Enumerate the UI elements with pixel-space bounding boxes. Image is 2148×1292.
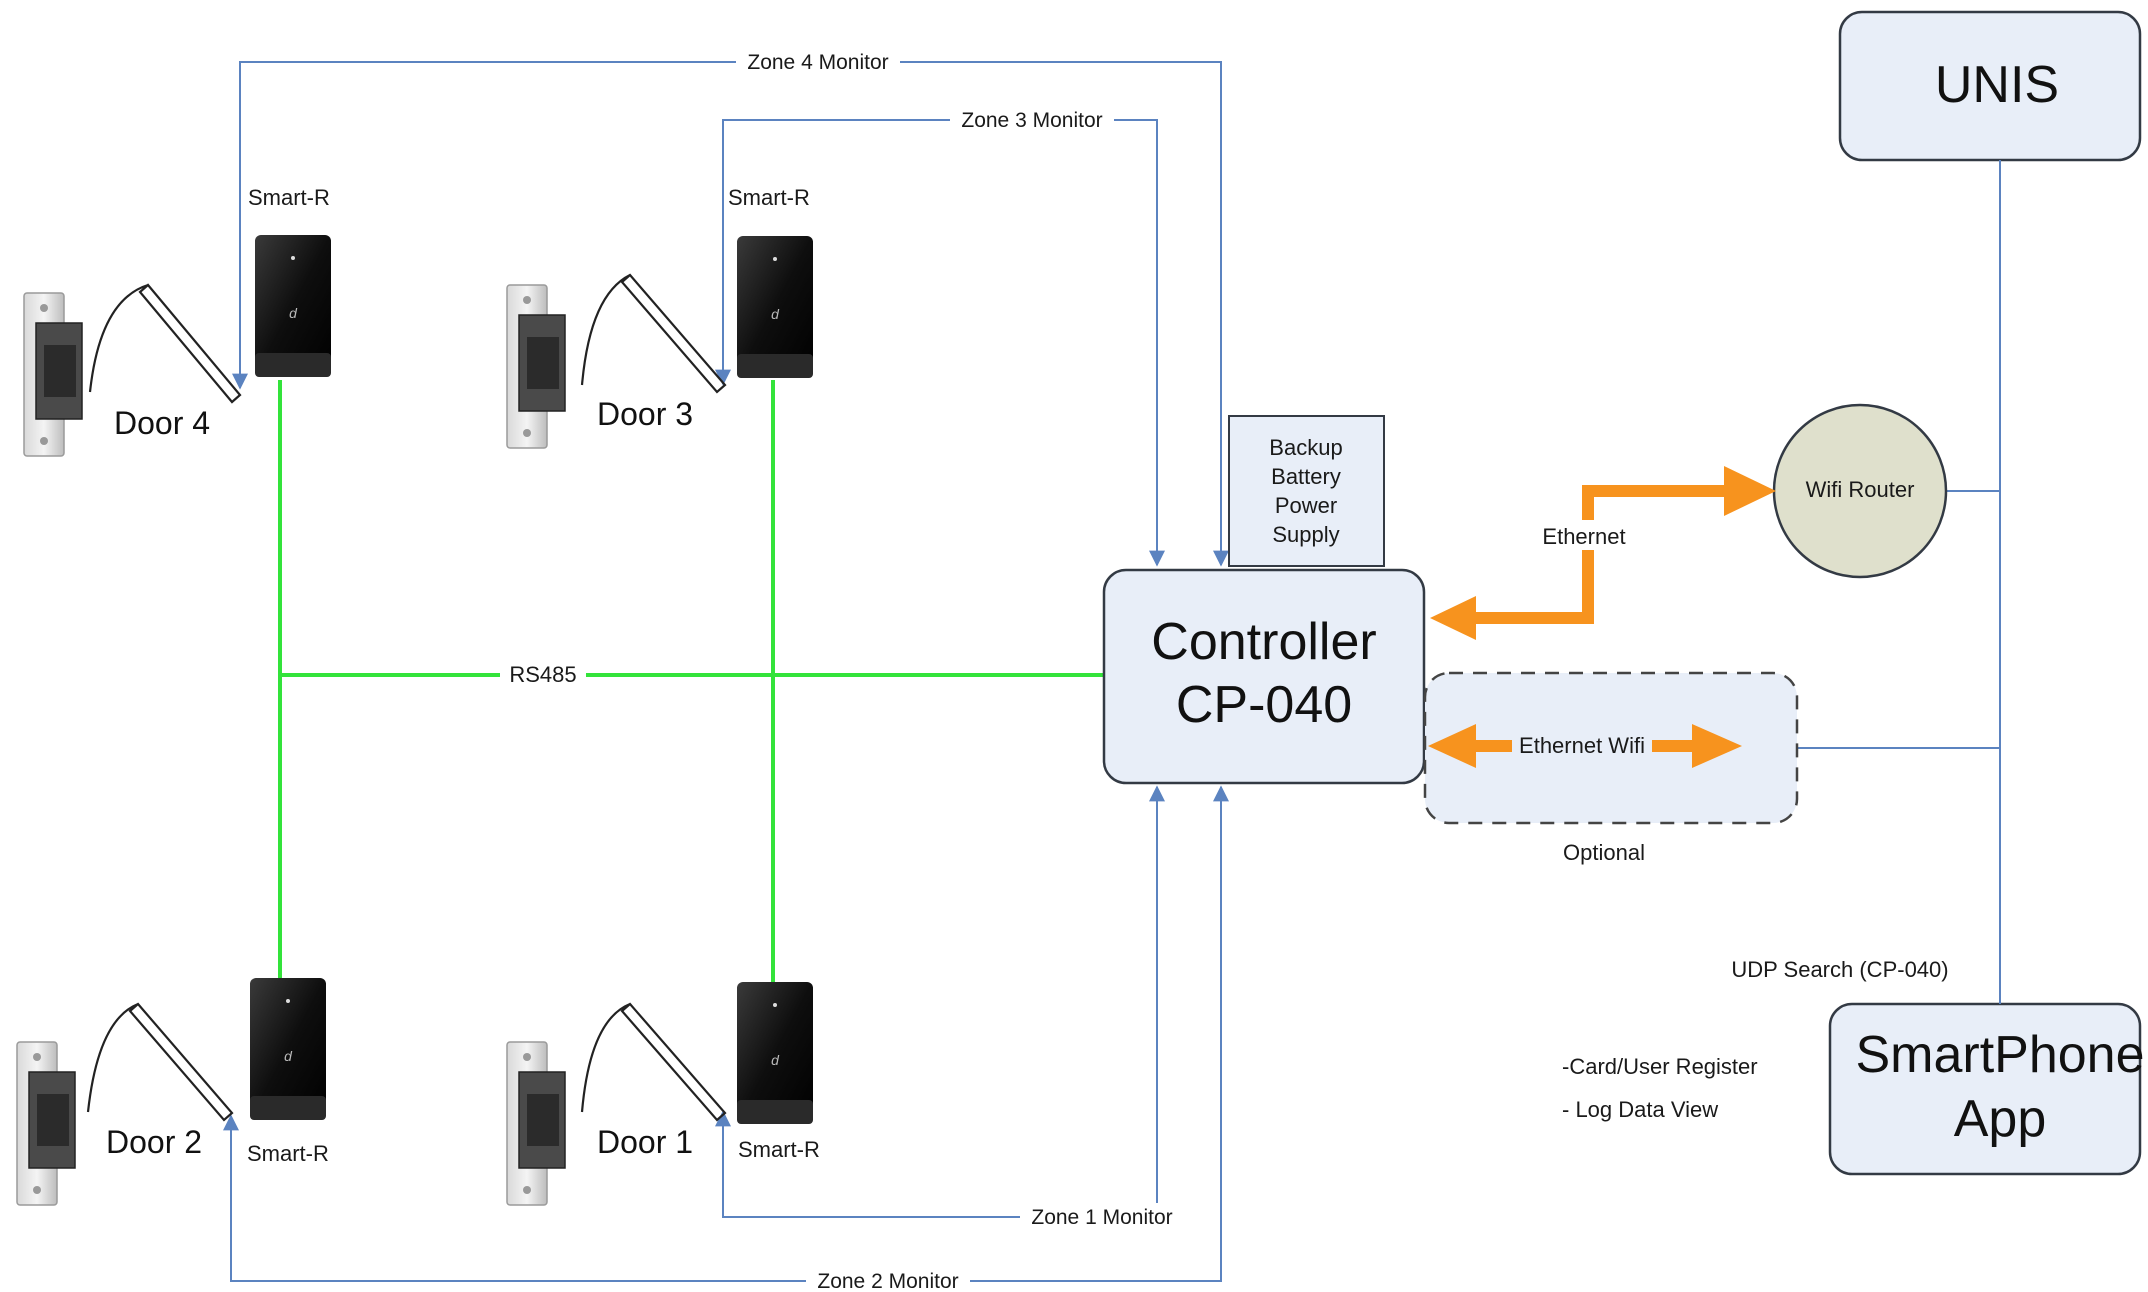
reader3-label: Smart-R [728, 185, 810, 210]
wifi-router-label: Wifi Router [1806, 477, 1915, 502]
door4-swing [88, 283, 242, 404]
ethernet-wifi-label: Ethernet Wifi [1519, 733, 1645, 758]
udp-search-label: UDP Search (CP-040) [1731, 957, 1948, 982]
reader1-label: Smart-R [738, 1137, 820, 1162]
reader4-device: d [255, 235, 331, 377]
controller-model: CP-040 [1176, 676, 1352, 734]
app-feature-log: - Log Data View [1562, 1097, 1718, 1122]
zone4-monitor-wire [232, 61, 1229, 567]
door1-label: Door 1 [597, 1124, 693, 1160]
unis-box [1838, 10, 2142, 162]
zone3-monitor-wire [715, 119, 1165, 567]
battery-line-2: Battery [1271, 464, 1341, 489]
ethernet-label: Ethernet [1542, 524, 1625, 549]
door4-label: Door 4 [114, 405, 210, 441]
zone2-monitor-wire [223, 785, 1229, 1282]
svg-text:d: d [771, 306, 780, 322]
door3-label: Door 3 [597, 396, 693, 432]
door4-strike [23, 292, 83, 457]
smartphone-title: SmartPhone [1855, 1026, 2144, 1084]
battery-line-1: Backup [1269, 435, 1342, 460]
svg-text:d: d [771, 1052, 780, 1068]
door1-strike [506, 1041, 566, 1206]
smartphone-subtitle: App [1954, 1090, 2047, 1148]
controller-box [1102, 568, 1426, 785]
backup-battery-box [1228, 415, 1385, 567]
reader3-device: d [737, 236, 813, 378]
reader2-device: d [250, 978, 326, 1120]
door3-swing [580, 273, 727, 394]
svg-text:d: d [284, 1048, 293, 1064]
reader2-label: Smart-R [247, 1141, 329, 1166]
controller-title: Controller [1151, 613, 1376, 671]
door2-label: Door 2 [106, 1124, 202, 1160]
svg-text:d: d [289, 305, 298, 321]
battery-line-4: Supply [1272, 522, 1339, 547]
ethernet-link [1430, 466, 1776, 640]
smartphone-app-box [1828, 1002, 2142, 1176]
door2-strike [16, 1041, 76, 1206]
zone2-monitor-label: Zone 2 Monitor [817, 1270, 958, 1292]
unis-label: UNIS [1935, 56, 2059, 114]
door3-strike [506, 284, 566, 449]
door1-swing [580, 1002, 727, 1122]
optional-label: Optional [1563, 840, 1645, 865]
zone4-monitor-label: Zone 4 Monitor [747, 51, 888, 74]
rs485-label: RS485 [509, 662, 576, 687]
app-feature-register: -Card/User Register [1562, 1054, 1758, 1079]
battery-line-3: Power [1275, 493, 1337, 518]
zone1-monitor-label: Zone 1 Monitor [1031, 1206, 1172, 1229]
reader4-label: Smart-R [248, 185, 330, 210]
reader1-device: d [737, 982, 813, 1124]
zone3-monitor-label: Zone 3 Monitor [961, 109, 1102, 132]
door2-swing [86, 1002, 234, 1122]
